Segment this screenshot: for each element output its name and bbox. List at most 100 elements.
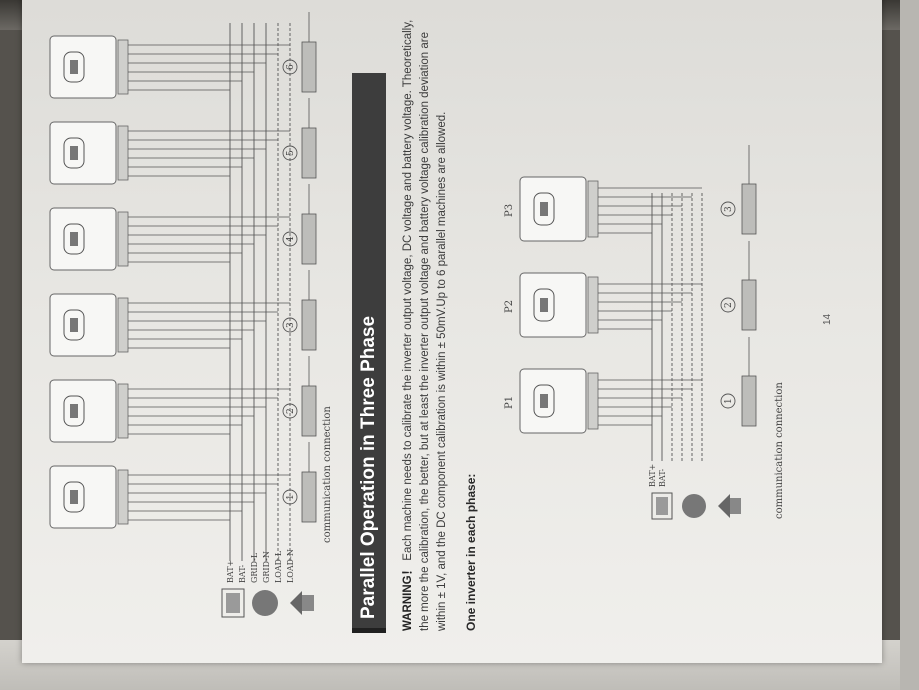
communication-port (301, 41, 317, 93)
unit-number-circle (282, 231, 298, 247)
inverter-units: 1 2 3 4 5 6 (49, 12, 317, 529)
inverter-body (49, 379, 117, 443)
inverter-display (63, 137, 85, 169)
inverter-unit: 2 (49, 356, 317, 443)
display-screen (70, 404, 78, 418)
bat-labels: BAT+BAT- (648, 464, 667, 487)
inverter-terminal (117, 125, 129, 181)
bus-lines (651, 193, 703, 461)
warning-label: WARNING！ (402, 563, 414, 631)
unit-number-circle (720, 297, 736, 313)
inverter-unit: 5 (49, 98, 317, 185)
bus-lines (229, 23, 291, 561)
display-screen (70, 318, 78, 332)
unit-number-circle (720, 393, 736, 409)
communication-port (301, 213, 317, 265)
inverter-terminal (587, 180, 599, 238)
bat-label: BAT- (658, 468, 667, 487)
warning-paragraph: WARNING！ Each machine needs to calibrate… (400, 11, 451, 631)
inverter-unit: 3 (49, 270, 317, 357)
display-screen (70, 490, 78, 504)
bus-label: BAT+ (226, 560, 235, 583)
display-screen (540, 202, 548, 216)
inverter-body (49, 121, 117, 185)
display-screen (70, 146, 78, 160)
display-screen (540, 298, 548, 312)
unit-number: 6 (286, 64, 296, 70)
unit-number: 3 (724, 206, 734, 212)
inverter-body (519, 176, 587, 242)
bus-label: LOAD-N (286, 549, 295, 583)
inverter-display (533, 288, 555, 322)
communication-connection-label: communication connection (322, 406, 333, 543)
unit-number-circle (282, 145, 298, 161)
inverter-terminal (587, 372, 599, 430)
phase-inverter-unit: P3 3 (504, 145, 757, 242)
inverter-body (49, 35, 117, 99)
inverter-body (49, 207, 117, 271)
communication-port (741, 279, 757, 331)
inverter-terminal (117, 211, 129, 267)
inverter-terminal (117, 469, 129, 525)
input-icons-bottom (651, 492, 741, 520)
inverter-display (63, 309, 85, 341)
inverter-unit: 1 (49, 442, 317, 529)
unit-number-circle (720, 201, 736, 217)
background-edge-right (900, 0, 919, 690)
bus-label: GRID-N (262, 551, 271, 583)
display-screen (540, 394, 548, 408)
inverter-display (533, 192, 555, 226)
input-icons (221, 588, 314, 618)
display-screen (70, 232, 78, 246)
inverter-display (63, 395, 85, 427)
unit-number: 2 (724, 302, 734, 308)
phase-inverter-unit: P1 1 (504, 337, 757, 434)
inverter-unit: 6 (49, 12, 317, 99)
inverter-display (63, 51, 85, 83)
unit-number: 1 (286, 494, 296, 500)
bus-label: LOAD-L (274, 550, 283, 583)
inverter-terminal (587, 276, 599, 334)
unit-number-circle (282, 489, 298, 505)
phase-label: P3 (504, 204, 515, 217)
communication-connection-label: communication connection (774, 382, 785, 519)
inverter-unit: 4 (49, 184, 317, 271)
inverter-body (49, 293, 117, 357)
phase-label: P2 (504, 300, 515, 313)
inverter-body (49, 465, 117, 529)
unit-number-circle (282, 317, 298, 333)
phase-label: P1 (504, 396, 515, 409)
unit-number-circle (282, 59, 298, 75)
inverter-terminal (117, 383, 129, 439)
inverter-terminal (117, 297, 129, 353)
inverter-display (63, 223, 85, 255)
communication-port (741, 375, 757, 427)
inverter-terminal (117, 39, 129, 95)
unit-number: 3 (286, 322, 296, 328)
three-phase-diagram: BAT+BAT- P1 1 P2 2 P3 3 communication connect… (504, 145, 785, 520)
unit-number-circle (282, 403, 298, 419)
communication-port (301, 299, 317, 351)
communication-port (301, 471, 317, 523)
warning-text: Each machine needs to calibrate the inve… (402, 19, 448, 631)
page-number: 14 (822, 313, 833, 325)
inverter-body (519, 368, 587, 434)
communication-port (301, 385, 317, 437)
phase-inverter-unit: P2 2 (504, 241, 757, 338)
communication-port (301, 127, 317, 179)
display-screen (70, 60, 78, 74)
inverter-display (63, 481, 85, 513)
unit-number: 2 (286, 408, 296, 414)
unit-number: 1 (724, 398, 734, 404)
bus-label: GRID-L (250, 552, 259, 583)
unit-number: 4 (286, 236, 296, 242)
section-heading: Parallel Operation in Three Phase (352, 73, 386, 633)
sub-heading: One inverter in each phase: (464, 473, 478, 631)
bat-label: BAT+ (648, 464, 657, 487)
communication-port (741, 183, 757, 235)
inverter-display (533, 384, 555, 418)
